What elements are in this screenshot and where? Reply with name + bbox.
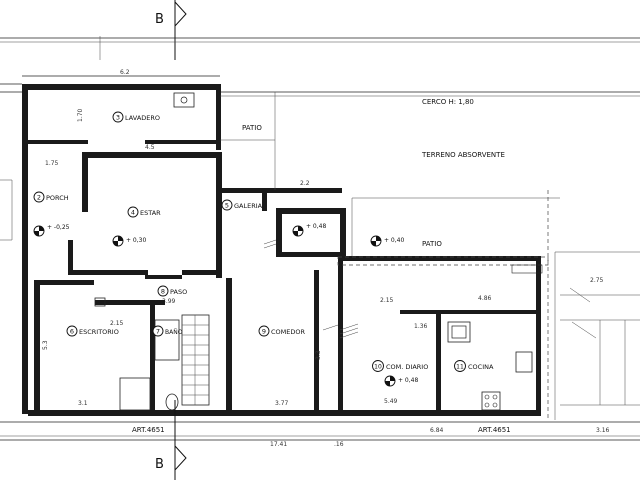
- dim-com-h: 3.3: [315, 350, 322, 360]
- level-marker-galeria: + 0,48: [292, 223, 326, 237]
- dim-bottom-right: 6.84: [430, 427, 444, 434]
- room-bano: 7 BAÑO: [152, 325, 183, 337]
- room-name: BAÑO: [165, 329, 183, 336]
- room-name: ESTAR: [140, 209, 161, 217]
- room-number: 7: [156, 328, 160, 336]
- dim-bottom-far: 3.16: [596, 427, 610, 434]
- room-name: COCINA: [468, 363, 494, 371]
- room-galeria: 5 GALERIA: [221, 199, 263, 211]
- level-value: + 0,30: [126, 237, 146, 244]
- room-paso: 8 PASO: [157, 285, 187, 297]
- dim-paso-w: 3.99: [162, 298, 176, 305]
- dim-right-275: 2.75: [590, 277, 604, 284]
- dim-bottom-left: 3.1: [78, 400, 88, 407]
- room-number: 4: [131, 209, 135, 217]
- section-mark-top: B: [155, 0, 187, 60]
- room-number: 8: [161, 288, 165, 296]
- dim-com-w: 4.86: [478, 295, 492, 302]
- room-name: PASO: [170, 288, 187, 296]
- level-marker-estar: + 0,30: [112, 235, 146, 247]
- room-cocina: 11 COCINA: [454, 360, 494, 372]
- dim-escr-h: 5.3: [42, 340, 49, 350]
- level-marker-porch: + -0,25: [33, 224, 70, 237]
- section-label-bottom: B: [155, 457, 164, 472]
- room-name: GALERIA: [234, 202, 263, 210]
- dim-porch-w: 1.75: [45, 160, 59, 167]
- art-label-right: ART.4651: [478, 426, 511, 434]
- level-value: + 0,48: [306, 223, 326, 230]
- dim-bottom-mid: 3.77: [275, 400, 289, 407]
- dim-lav-height: 1.70: [77, 108, 84, 122]
- level-value: + 0,40: [384, 237, 404, 244]
- dim-escr-w: 2.15: [110, 320, 124, 327]
- dim-estar-w: 4.5: [145, 144, 155, 151]
- level-value: + 0,48: [398, 377, 418, 384]
- room-number: 2: [37, 194, 41, 202]
- art-label-left: ART.4651: [132, 426, 165, 434]
- room-estar: 4 ESTAR: [127, 206, 161, 218]
- room-number: 3: [116, 114, 120, 122]
- level-marker-patio: + 0,40: [370, 235, 404, 247]
- room-name: ESCRITORIO: [79, 328, 119, 336]
- room-number: 11: [456, 364, 464, 371]
- terreno-label: TERRENO ABSORVENTE: [421, 151, 505, 159]
- level-marker-com-diario: + 0,48: [384, 375, 418, 387]
- neighbor-structure: 2.75: [554, 251, 640, 420]
- room-name: COM. DIARIO: [386, 363, 428, 371]
- room-comedor: 9 COMEDOR: [258, 325, 305, 337]
- dim-patio-215: 2.15: [380, 297, 394, 304]
- patio-top-label: PATIO: [242, 124, 262, 132]
- dim-bottom-16: .16: [334, 441, 344, 448]
- room-name: PORCH: [46, 194, 69, 202]
- room-name: LAVADERO: [125, 114, 160, 122]
- room-porch: 2 PORCH: [33, 191, 69, 203]
- dim-side-136: 1.36: [414, 323, 428, 330]
- room-com-diario: 10 COM. DIARIO: [372, 360, 428, 372]
- patio-mid-label: PATIO: [422, 240, 442, 248]
- dim-bottom-total: 17.41: [270, 441, 287, 448]
- level-value: + -0,25: [47, 224, 70, 231]
- dim-galeria-w: 2.2: [300, 180, 310, 187]
- room-number: 5: [225, 202, 229, 210]
- room-number: 10: [374, 364, 382, 371]
- section-label-top: B: [155, 12, 164, 27]
- stair: [181, 314, 210, 406]
- room-name: COMEDOR: [271, 328, 305, 336]
- room-number: 9: [262, 328, 266, 336]
- dim-bottom-cd: 5.49: [384, 398, 398, 405]
- hatch-marks: [263, 239, 359, 339]
- cerco-label: CERCO H: 1,80: [422, 98, 474, 106]
- room-number: 6: [70, 328, 74, 336]
- section-mark-bottom: B: [155, 400, 187, 480]
- room-escritorio: 6 ESCRITORIO: [66, 325, 119, 337]
- dim-top-width: 6.2: [120, 69, 130, 76]
- room-lavadero: 3 LAVADERO: [112, 111, 160, 123]
